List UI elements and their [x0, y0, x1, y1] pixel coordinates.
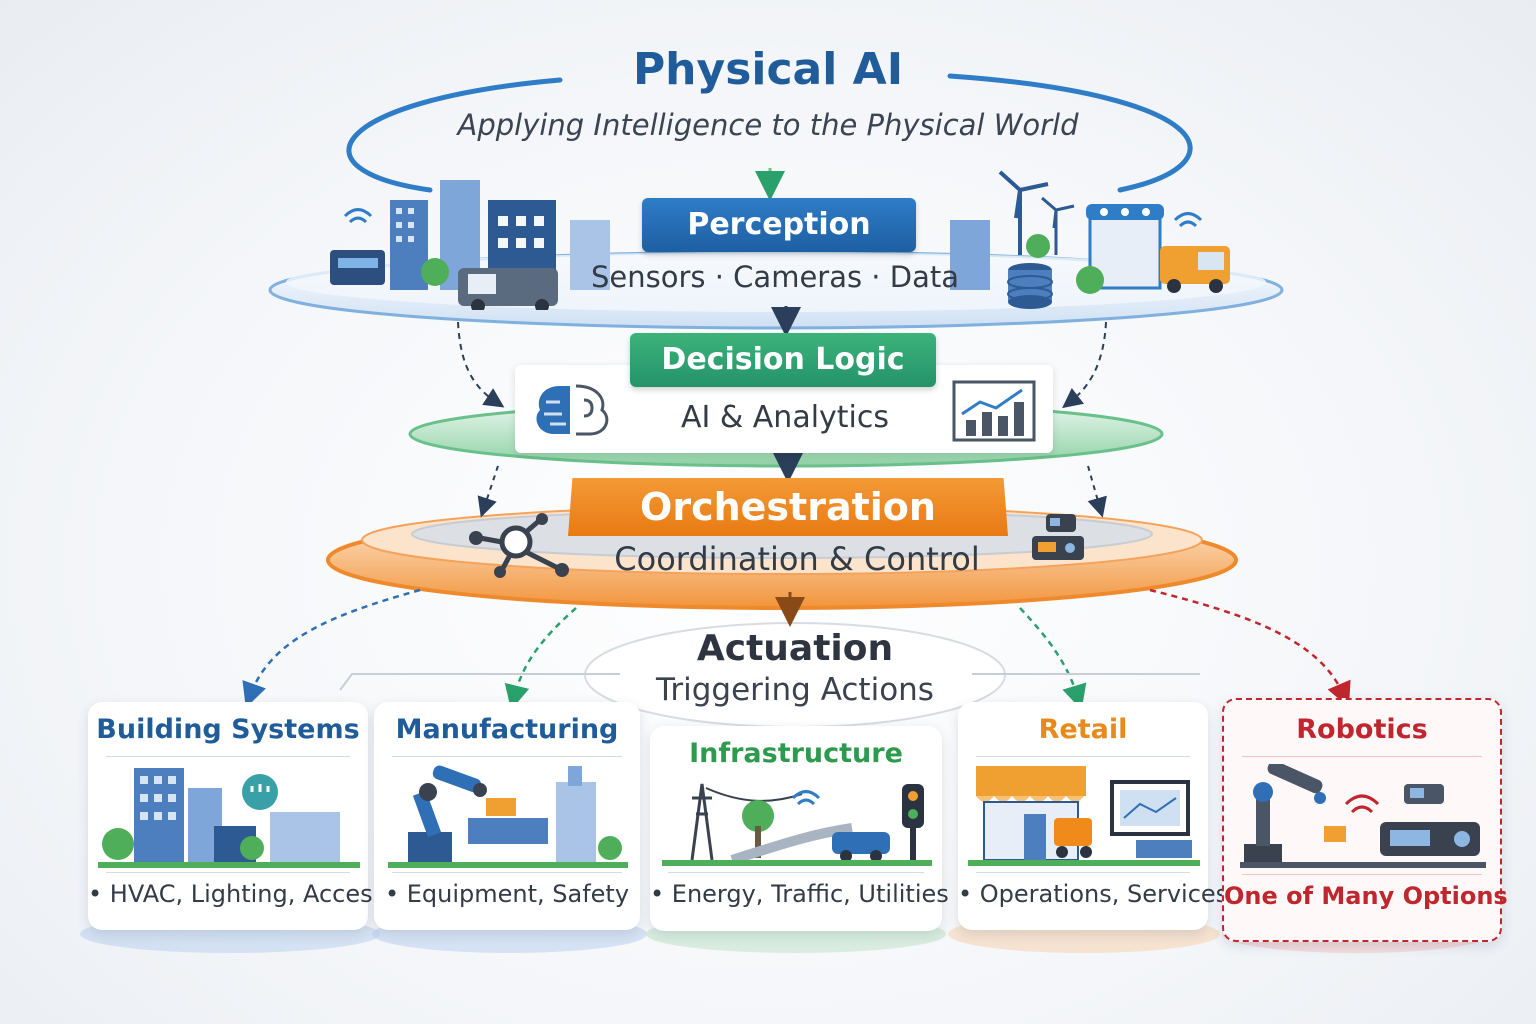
- card-title-building: Building Systems: [96, 714, 360, 745]
- office-buildings-icon: [98, 768, 360, 868]
- card-retail: Retail • Operations, Services: [958, 702, 1229, 930]
- perception-items: Sensors · Cameras · Data: [591, 260, 959, 294]
- card-divider: [976, 872, 1190, 873]
- card-robotics: Robotics One of Many Options: [1222, 698, 1508, 942]
- decision-description: AI & Analytics: [680, 400, 890, 435]
- actuation-label: Actuation: [696, 628, 894, 669]
- chart-growth-icon: [952, 380, 1036, 442]
- card-divider: [106, 872, 350, 873]
- card-divider: [1242, 756, 1482, 757]
- orchestration-label: Orchestration: [568, 478, 1008, 536]
- card-divider: [668, 872, 924, 873]
- card-divider: [1242, 874, 1482, 875]
- card-divider: [106, 756, 350, 757]
- card-divider: [392, 756, 622, 757]
- actuation-description: Triggering Actions: [656, 672, 934, 708]
- card-detail-infrastructure: • Energy, Traffic, Utilities: [650, 880, 949, 908]
- page-title: Physical AI: [632, 44, 904, 95]
- database-icon: [1007, 263, 1053, 309]
- card-title-robotics: Robotics: [1296, 714, 1428, 745]
- page-subtitle: Applying Intelligence to the Physical Wo…: [457, 108, 1079, 142]
- card-title-manufacturing: Manufacturing: [395, 714, 619, 745]
- card-detail-building: • HVAC, Lighting, Access: [88, 880, 386, 908]
- card-title-retail: Retail: [1038, 714, 1128, 745]
- robot-arms-icon: [1240, 764, 1486, 868]
- powerline-traffic-icon: [662, 783, 932, 866]
- card-title-infrastructure: Infrastructure: [689, 738, 903, 769]
- store-pos-icon: [968, 766, 1200, 866]
- card-manufacturing: Manufacturing • Equipment, Safety: [374, 702, 640, 930]
- city-turbines-right-icon: [950, 170, 1230, 294]
- decision-logic-label: Decision Logic: [630, 333, 936, 387]
- network-nodes-icon: [469, 513, 569, 578]
- control-device-icon: [1032, 514, 1084, 560]
- card-detail-robotics: One of Many Options: [1224, 882, 1508, 910]
- card-detail-retail: • Operations, Services: [958, 880, 1229, 908]
- card-building-systems: Building Systems • HVAC, Lighting, Acces…: [88, 702, 386, 930]
- card-divider: [392, 872, 622, 873]
- card-divider: [976, 756, 1190, 757]
- orchestration-description: Coordination & Control: [614, 540, 980, 578]
- perception-label: Perception: [642, 198, 916, 252]
- brain-icon: [536, 384, 609, 436]
- card-detail-manufacturing: • Equipment, Safety: [384, 880, 630, 908]
- city-buildings-left-icon: [330, 180, 610, 310]
- robot-arm-factory-icon: [388, 765, 628, 868]
- card-infrastructure: Infrastructure • Energy, Traffic, Utilit…: [650, 726, 949, 931]
